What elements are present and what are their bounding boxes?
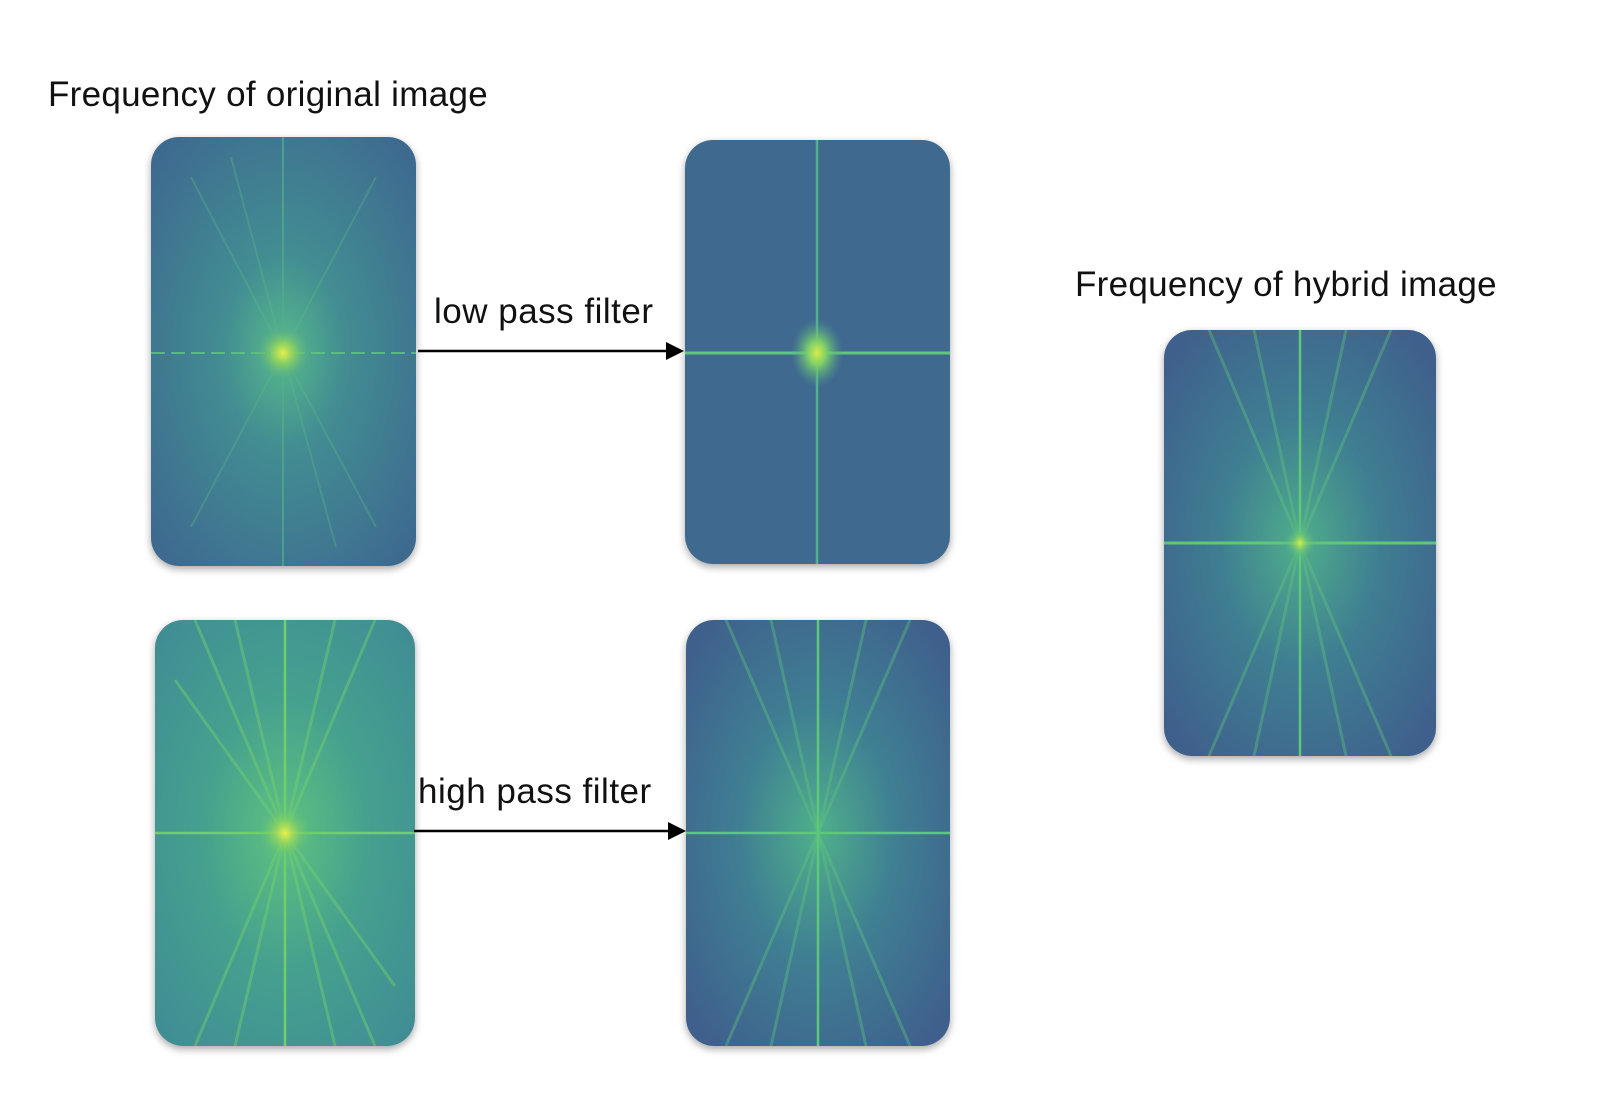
label-low-pass-filter: low pass filter [434, 292, 654, 331]
label-high-pass-filter: high pass filter [418, 772, 652, 811]
title-original-frequency: Frequency of original image [48, 75, 488, 114]
spectrum-high-passed [686, 620, 950, 1046]
spectrum-original-low-source [151, 137, 416, 566]
title-hybrid-frequency: Frequency of hybrid image [1075, 265, 1497, 304]
spectrum-hybrid [1164, 330, 1436, 756]
spectrum-original-high-source [155, 620, 415, 1046]
arrow-high-pass [414, 822, 686, 840]
arrow-low-pass [418, 342, 684, 360]
spectrum-low-passed [685, 140, 950, 564]
